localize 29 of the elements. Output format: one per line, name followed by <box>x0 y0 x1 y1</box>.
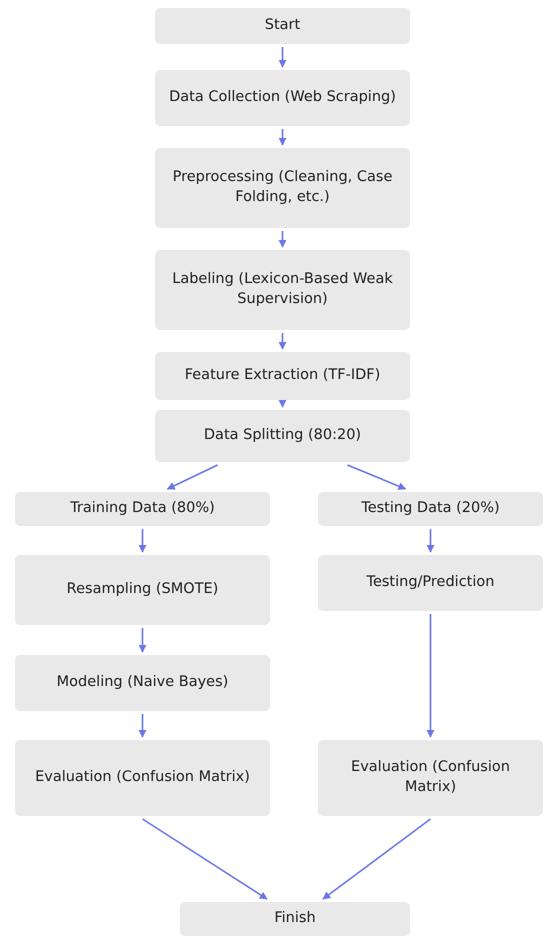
process-box <box>155 352 410 400</box>
arrow <box>278 333 286 350</box>
node-label: Testing/Prediction <box>366 573 494 592</box>
arrow <box>138 529 146 553</box>
node-label: Data Splitting (80:20) <box>204 426 362 446</box>
arrow <box>347 464 406 490</box>
arrow <box>142 818 268 900</box>
arrow <box>138 628 146 653</box>
node-label: Start <box>264 16 300 36</box>
arrow <box>138 714 146 738</box>
node-label: Training Data (80%) <box>70 499 215 518</box>
node-label: Labeling (Lexicon-Based Weak Supervision) <box>171 270 394 309</box>
arrow <box>426 529 434 553</box>
node-label: Evaluation (Confusion Matrix) <box>35 768 250 788</box>
arrow <box>166 464 218 490</box>
arrow <box>278 47 286 68</box>
arrow <box>426 614 434 738</box>
node-label: Preprocessing (Cleaning, Case Folding, etc.) <box>172 168 394 207</box>
node-label: Testing Data (20%) <box>361 499 500 518</box>
arrow <box>278 231 286 248</box>
node-label: Evaluation (Confusion Matrix) <box>350 758 511 797</box>
node-label: Data Collection (Web Scraping) <box>169 88 396 108</box>
node-label: Finish <box>274 909 316 928</box>
arrow <box>322 818 431 900</box>
arrow <box>278 129 286 146</box>
arrow <box>278 400 286 408</box>
node-label: Resampling (SMOTE) <box>66 580 218 600</box>
node-label: Modeling (Naive Bayes) <box>56 673 228 692</box>
node-label: Feature Extraction (TF-IDF) <box>184 366 380 386</box>
